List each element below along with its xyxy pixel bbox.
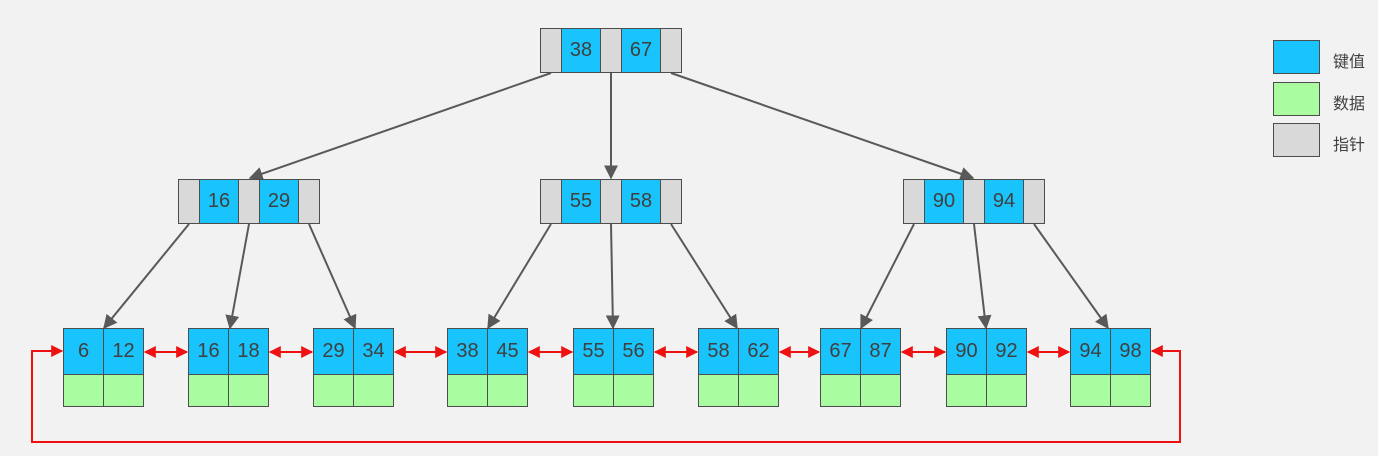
- legend-swatch-key: [1273, 40, 1320, 74]
- leaf-node: 90 92: [946, 328, 1027, 407]
- leaf-data: [573, 374, 614, 407]
- leaf-wrap-link: [31, 345, 1181, 443]
- leaf-key: 56: [613, 328, 654, 375]
- internal-pointer: [298, 179, 320, 224]
- tree-edge: [248, 72, 552, 181]
- root-node: 38 67: [540, 28, 682, 73]
- leaf-key: 92: [986, 328, 1027, 375]
- internal-pointer: [963, 179, 985, 224]
- leaf-data: [946, 374, 987, 407]
- leaf-key: 94: [1070, 328, 1111, 375]
- leaf-data: [188, 374, 229, 407]
- tree-edge: [1033, 223, 1109, 330]
- internal-key: 55: [561, 179, 601, 224]
- leaf-data: [613, 374, 654, 407]
- leaf-key: 98: [1110, 328, 1151, 375]
- leaf-key: 67: [820, 328, 861, 375]
- leaf-data: [986, 374, 1027, 407]
- leaf-key: 62: [738, 328, 779, 375]
- root-pointer-2: [600, 28, 622, 73]
- internal-node: 55 58: [540, 179, 682, 224]
- leaf-node: 94 98: [1070, 328, 1151, 407]
- internal-pointer: [903, 179, 925, 224]
- leaf-key: 29: [313, 328, 354, 375]
- internal-key: 29: [259, 179, 299, 224]
- tree-edge: [973, 223, 992, 330]
- leaf-key: 34: [353, 328, 394, 375]
- internal-pointer: [540, 179, 562, 224]
- internal-key: 90: [924, 179, 964, 224]
- leaf-key: 6: [63, 328, 104, 375]
- leaf-data: [353, 374, 394, 407]
- tree-edge: [487, 223, 552, 330]
- leaf-node: 29 34: [313, 328, 394, 407]
- tree-edge: [670, 223, 738, 330]
- leaf-data: [738, 374, 779, 407]
- internal-key: 58: [621, 179, 661, 224]
- root-key-2: 67: [621, 28, 661, 73]
- leaf-node: 6 12: [63, 328, 144, 407]
- leaf-data: [487, 374, 528, 407]
- tree-edge: [308, 223, 357, 330]
- internal-node: 90 94: [903, 179, 1045, 224]
- root-key-1: 38: [561, 28, 601, 73]
- leaf-data: [63, 374, 104, 407]
- tree-edge: [225, 223, 250, 330]
- leaf-key: 38: [447, 328, 488, 375]
- leaf-key: 12: [103, 328, 144, 375]
- internal-key: 94: [984, 179, 1024, 224]
- root-pointer-3: [660, 28, 682, 73]
- leaf-data: [1070, 374, 1111, 407]
- leaf-key: 58: [698, 328, 739, 375]
- leaf-data: [860, 374, 901, 407]
- leaf-data: [228, 374, 269, 407]
- legend-label-key: 键值: [1333, 52, 1366, 71]
- legend-swatch-pointer: [1273, 123, 1320, 157]
- root-pointer-1: [540, 28, 562, 73]
- tree-edge: [860, 223, 915, 330]
- internal-pointer: [660, 179, 682, 224]
- internal-pointer: [178, 179, 200, 224]
- leaf-key: 16: [188, 328, 229, 375]
- legend-label-pointer: 指针: [1333, 135, 1366, 154]
- tree-edge: [605, 223, 620, 330]
- leaf-key: 18: [228, 328, 269, 375]
- leaf-data: [313, 374, 354, 407]
- internal-pointer: [238, 179, 260, 224]
- leaf-node: 38 45: [447, 328, 528, 407]
- leaf-key: 45: [487, 328, 528, 375]
- leaf-node: 67 87: [820, 328, 901, 407]
- leaf-node: 55 56: [573, 328, 654, 407]
- leaf-data: [820, 374, 861, 407]
- leaf-data: [103, 374, 144, 407]
- legend-swatch-data: [1273, 82, 1320, 116]
- leaf-key: 87: [860, 328, 901, 375]
- leaf-data: [447, 374, 488, 407]
- internal-node: 16 29: [178, 179, 320, 224]
- leaf-data: [698, 374, 739, 407]
- tree-edge: [670, 72, 975, 181]
- internal-pointer: [1023, 179, 1045, 224]
- leaf-key: 55: [573, 328, 614, 375]
- legend-label-data: 数据: [1333, 94, 1366, 113]
- leaf-node: 16 18: [188, 328, 269, 407]
- internal-pointer: [600, 179, 622, 224]
- leaf-data: [1110, 374, 1151, 407]
- leaf-node: 58 62: [698, 328, 779, 407]
- tree-edge: [103, 223, 190, 330]
- leaf-key: 90: [946, 328, 987, 375]
- internal-key: 16: [199, 179, 239, 224]
